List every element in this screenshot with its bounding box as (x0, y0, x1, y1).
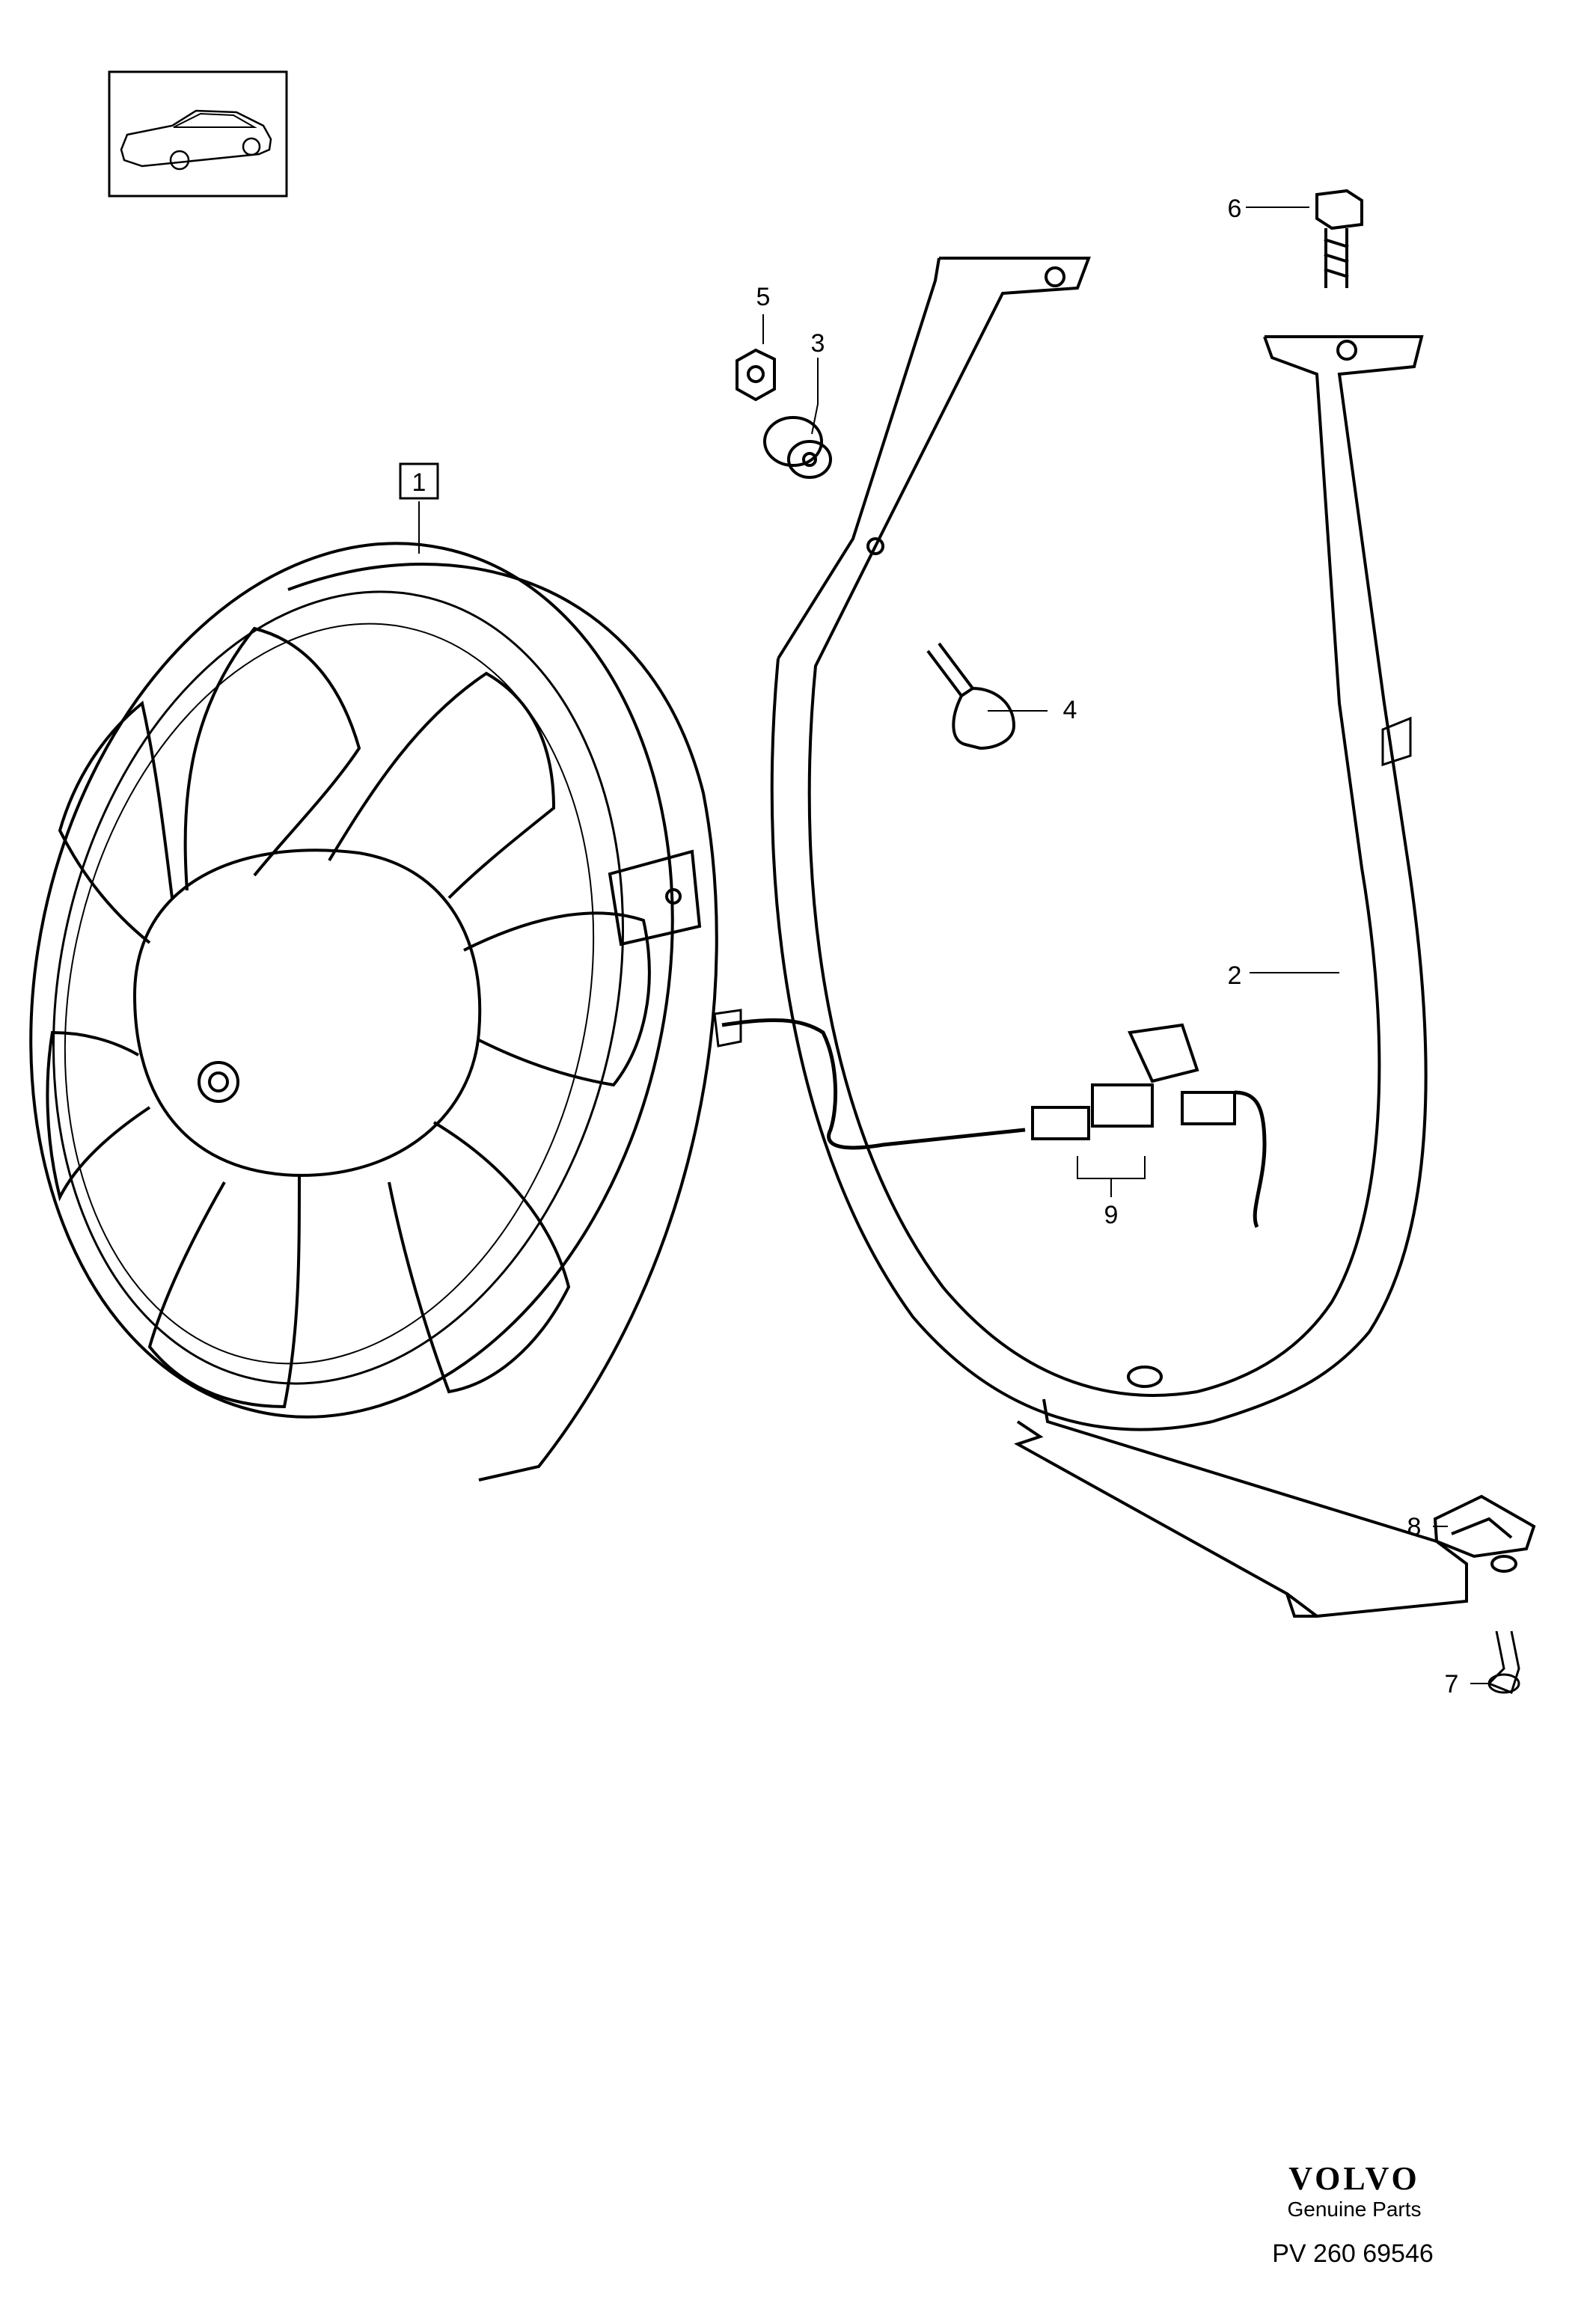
brand-logo: VOLVO (1288, 2160, 1420, 2197)
car-icon (108, 70, 288, 198)
callout-9: 9 (1104, 1201, 1119, 1229)
callout-2: 2 (1228, 961, 1242, 990)
clip-8 (1433, 1494, 1536, 1559)
screw-7 (1487, 1630, 1520, 1694)
brand-tagline: Genuine Parts (1287, 2198, 1422, 2221)
mounting-bracket (770, 257, 1517, 1618)
fan-assembly (29, 542, 1026, 1481)
callout-7: 7 (1445, 1670, 1459, 1698)
callout-5: 5 (756, 283, 771, 311)
callout-1: 1 (412, 468, 426, 497)
callout-3: 3 (811, 329, 825, 358)
brand-block: VOLVO Genuine Parts (1242, 2161, 1467, 2222)
nut (736, 348, 776, 402)
callout-8: 8 (1407, 1513, 1422, 1541)
bolt-4 (926, 642, 1016, 750)
part-reference-code: PV 260 69546 (1272, 2239, 1434, 2268)
callout-4: 4 (1063, 696, 1077, 724)
grommet (763, 416, 832, 479)
callout-labels: 1 2 3 4 5 6 7 8 9 (399, 195, 1459, 1698)
leader-lines (418, 207, 1489, 1684)
connector-9 (1031, 1023, 1267, 1229)
callout-1-box (399, 462, 439, 500)
screw-6 (1315, 189, 1363, 288)
callout-6: 6 (1228, 195, 1242, 223)
